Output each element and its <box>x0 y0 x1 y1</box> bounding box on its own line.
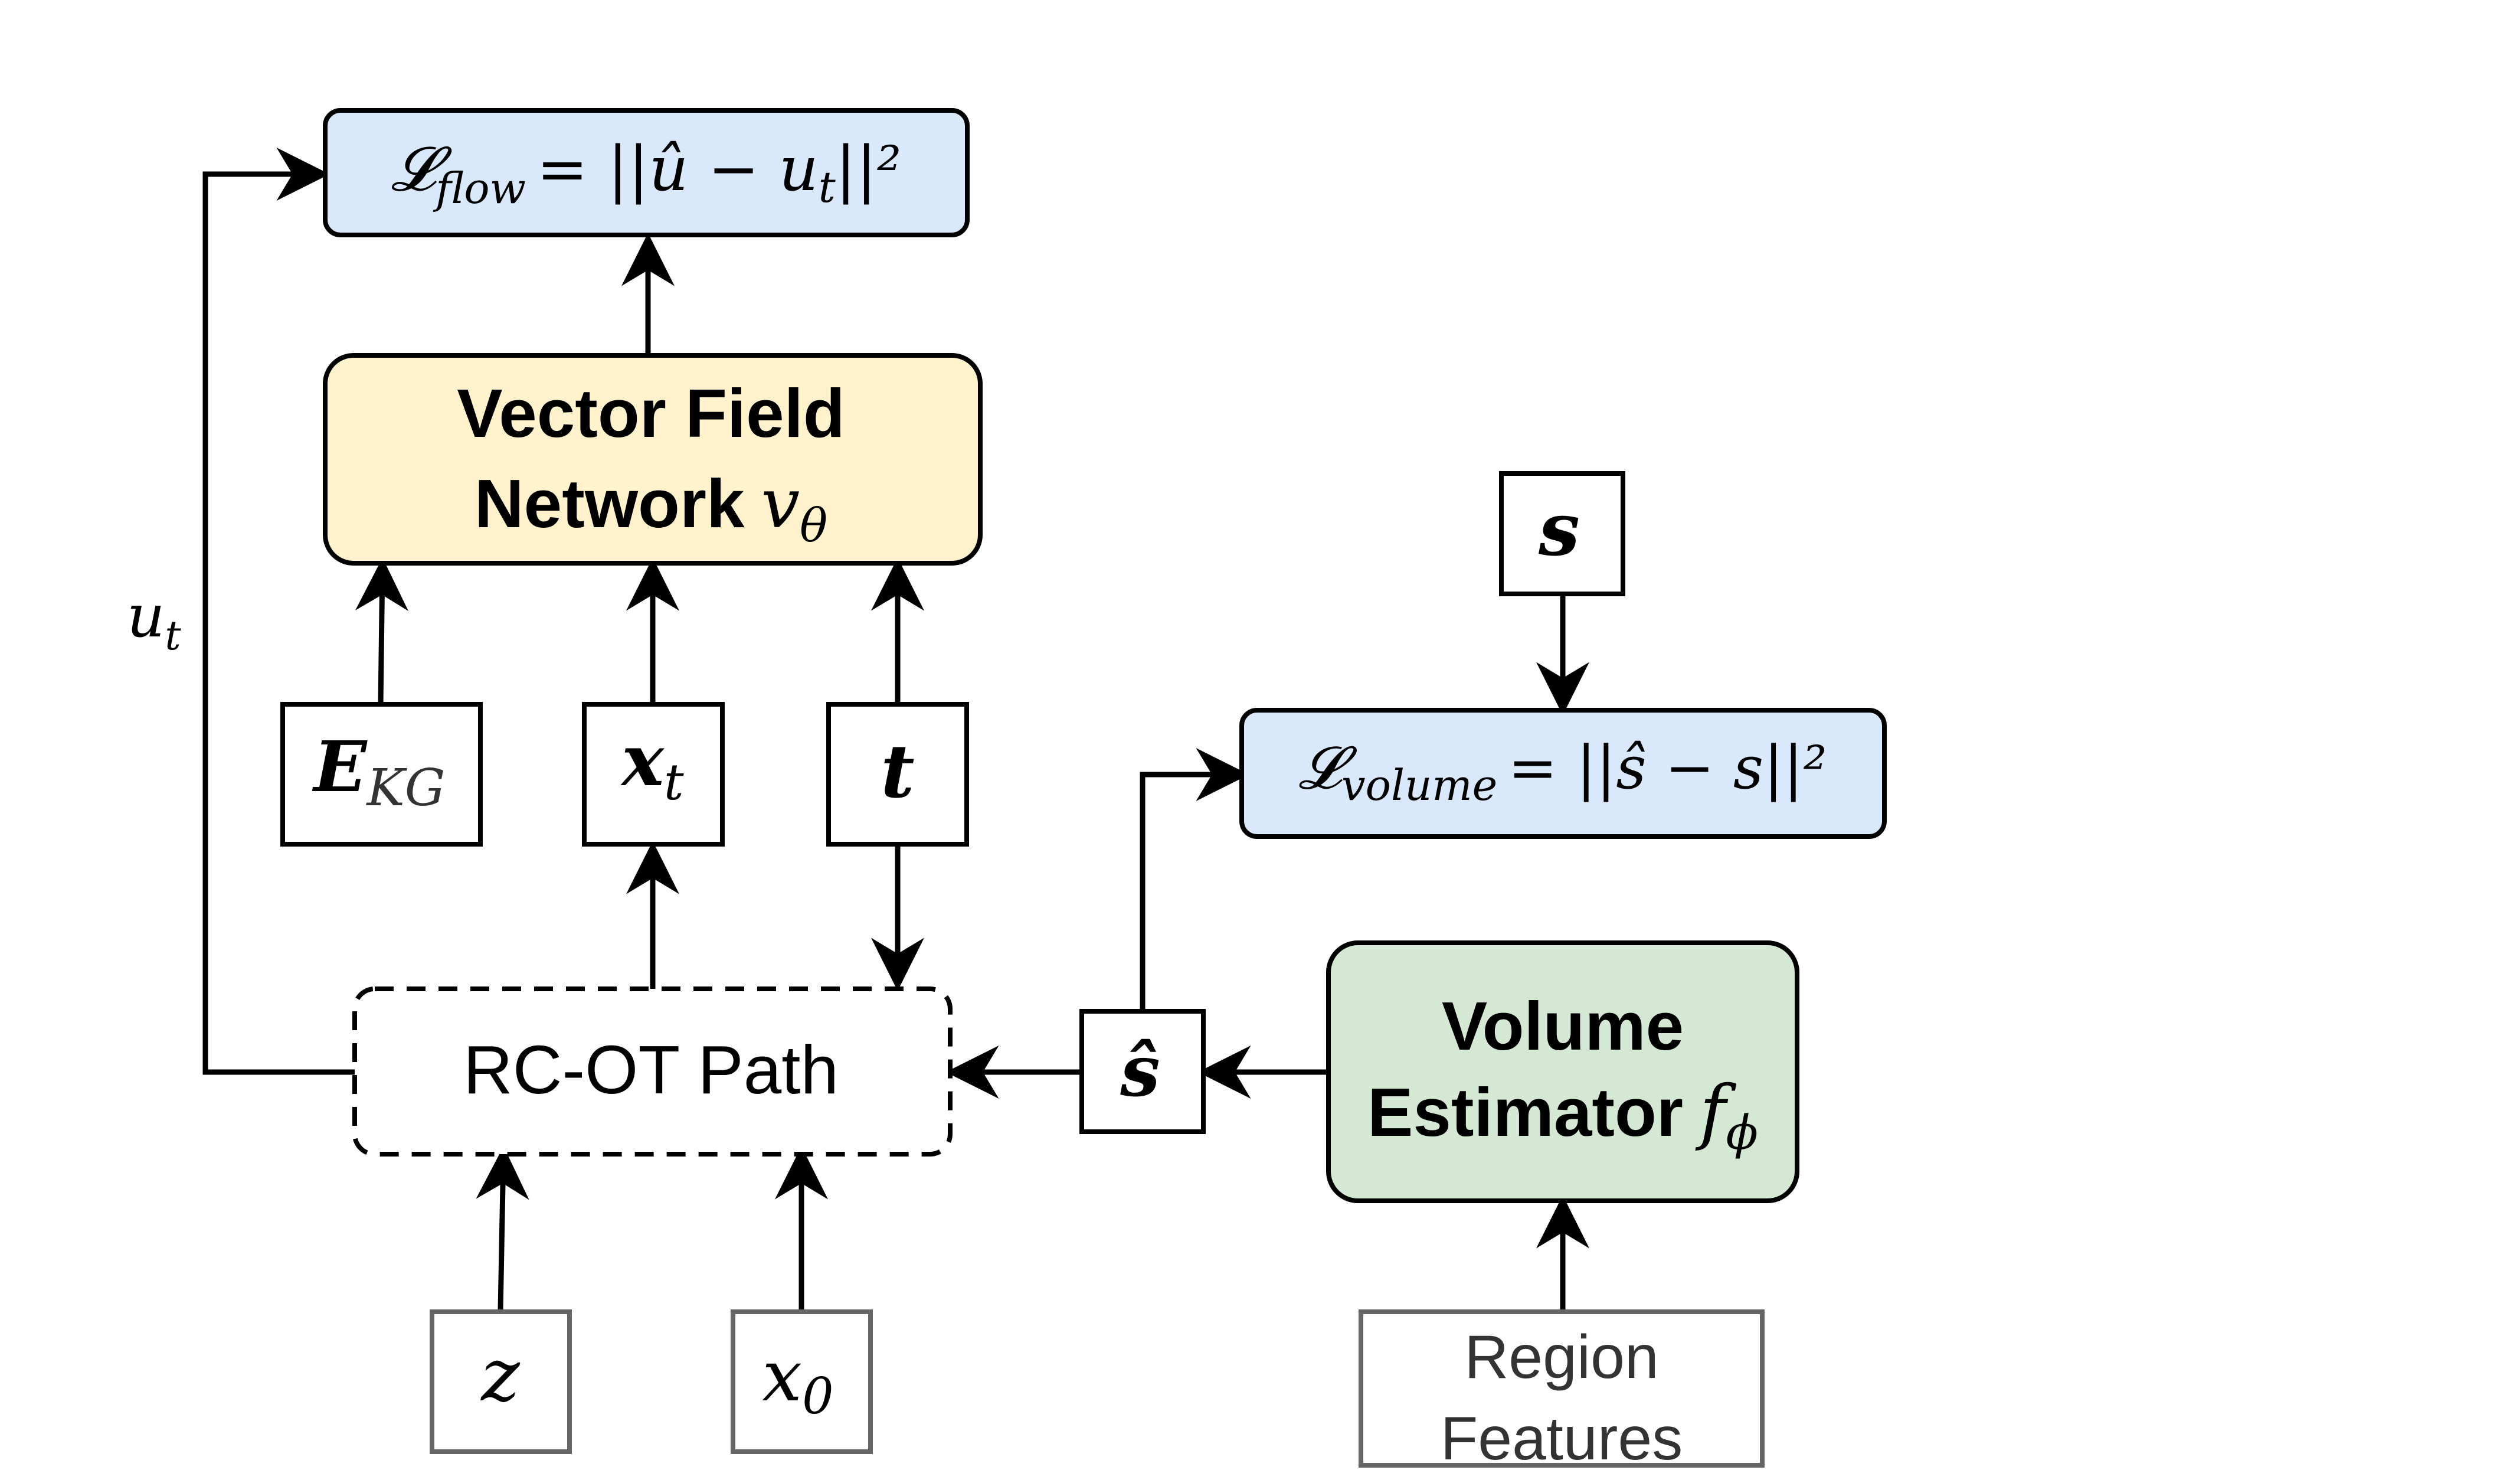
volume-loss-node: 𝓛volume= ||ŝ − s||² <box>1239 708 1887 839</box>
t-main: t <box>881 729 914 815</box>
flow-loss-rhs: = ||û − u <box>536 133 819 205</box>
s-main: s <box>1538 487 1580 573</box>
s-node: s <box>1499 471 1625 596</box>
volume-loss-lhs-sub: volume <box>1341 760 1497 810</box>
x0-sub: 0 <box>802 1367 833 1425</box>
flow-loss-lhs-sub: flow <box>433 164 526 213</box>
s-hat-main: ŝ <box>1120 1030 1160 1113</box>
volume-estimator-line2: Estimator <box>1367 1074 1683 1151</box>
edge-z-to-rcot <box>476 1146 529 1311</box>
s-hat-node: ŝ <box>1079 1009 1206 1134</box>
ekg-sub: KG <box>366 759 446 818</box>
vector-field-line1: Vector Field <box>457 375 845 452</box>
rc-ot-path-node: RC-OT Path <box>352 986 953 1157</box>
rc-ot-label: RC-OT Path <box>463 1031 839 1108</box>
region-features-node: Region Features <box>1359 1309 1765 1470</box>
flow-loss-rhs-sub: t <box>819 162 836 212</box>
x0-main: x <box>762 1335 802 1417</box>
xt-sub: t <box>664 753 684 811</box>
edge-label-u-t: ut <box>127 582 181 659</box>
xt-main: x <box>620 719 665 802</box>
vector-field-symbol-sub: θ <box>800 499 827 553</box>
edge-rcot-to-flow-loss <box>202 148 355 1075</box>
svg-text:𝓛volume= ||ŝ − s||²: 𝓛volume= ||ŝ − s||² <box>1298 733 1827 810</box>
x0-node: x0 <box>731 1309 873 1454</box>
svg-text:ut: ut <box>127 582 181 659</box>
u-t-main: u <box>127 582 165 651</box>
edges <box>202 148 1589 1311</box>
z-main: z <box>480 1333 520 1418</box>
volume-estimator-symbol-sub: ϕ <box>1726 1105 1758 1160</box>
ekg-main: E <box>312 726 368 808</box>
flow-loss-rhs-tail: ||² <box>836 133 902 205</box>
vector-field-symbol: v <box>761 464 800 544</box>
z-node: z <box>430 1309 572 1454</box>
flow-loss-node: 𝓛flow= ||û − ut||² <box>323 108 970 237</box>
edge-shat-to-volume-loss <box>1140 748 1249 1010</box>
xt-node: xt <box>582 702 725 847</box>
vector-field-line2: Network <box>474 465 745 542</box>
region-features-line1: Region <box>1464 1323 1659 1391</box>
svg-text:x0: x0 <box>762 1335 833 1425</box>
region-features-line2: Features <box>1441 1404 1683 1470</box>
svg-text:xt: xt <box>620 719 684 811</box>
volume-estimator-line1: Volume <box>1442 988 1684 1064</box>
t-node: t <box>826 702 969 847</box>
ekg-node: EKG <box>280 702 483 847</box>
volume-loss-rhs: = ||ŝ − s||² <box>1508 733 1827 802</box>
u-t-sub: t <box>165 613 181 659</box>
edge-ekg-to-network <box>355 557 409 705</box>
svg-text:EKG: EKG <box>312 726 446 818</box>
svg-text:𝓛flow= ||û − ut||²: 𝓛flow= ||û − ut||² <box>391 133 902 213</box>
